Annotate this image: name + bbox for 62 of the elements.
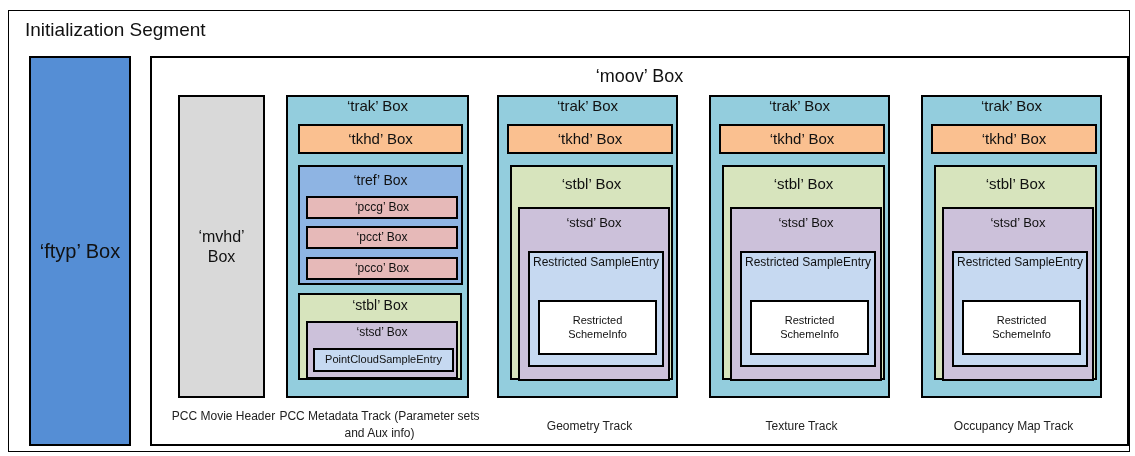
tkhd-box bbox=[931, 124, 1097, 154]
box-label: ‘tref’ Box bbox=[353, 172, 408, 188]
box-label: ‘mvhd’ Box bbox=[197, 227, 246, 266]
box-label: Restricted SampleEntry bbox=[744, 255, 871, 269]
box-label: ‘moov’ Box bbox=[595, 66, 684, 86]
box-label: Restricted SampleEntry bbox=[956, 255, 1083, 269]
box-label: ‘trak’ Box bbox=[556, 97, 619, 114]
track-caption: PCC Metadata Track (Parameter sets and Aux info) bbox=[278, 408, 481, 442]
scheme-info-box bbox=[750, 300, 869, 355]
scheme-info-box bbox=[962, 300, 1081, 355]
box-label: ‘stsd’ Box bbox=[566, 215, 622, 230]
box-label: ‘stbl’ Box bbox=[352, 297, 408, 313]
pcct-box bbox=[306, 226, 458, 249]
box-label: ‘stbl’ Box bbox=[773, 175, 834, 192]
box-label: ‘tkhd’ Box bbox=[981, 130, 1047, 148]
box-label: ‘stbl’ Box bbox=[985, 175, 1046, 192]
box-label: ‘stbl’ Box bbox=[561, 175, 622, 192]
box-label: ‘pccg’ Box bbox=[354, 200, 410, 215]
track-caption: Occupancy Map Track bbox=[953, 417, 1074, 435]
stsd-box bbox=[730, 207, 882, 381]
box-label: Initialization Segment bbox=[25, 19, 206, 40]
stbl-box bbox=[722, 165, 885, 380]
track-caption: Texture Track bbox=[765, 417, 838, 435]
ftyp-box bbox=[29, 56, 131, 446]
box-label: ‘tkhd’ Box bbox=[769, 130, 835, 148]
box-label: ‘trak’ Box bbox=[980, 97, 1043, 114]
pccg-box bbox=[306, 196, 458, 219]
box-label: ‘stsd’ Box bbox=[778, 215, 834, 230]
tkhd-box bbox=[507, 124, 673, 154]
box-label: Restricted SchemeInfo bbox=[567, 314, 628, 341]
pcco-box bbox=[306, 257, 458, 280]
box-label: Restricted SchemeInfo bbox=[991, 314, 1052, 341]
sample-entry-box bbox=[313, 348, 454, 372]
box-label: ‘stsd’ Box bbox=[990, 215, 1046, 230]
stbl-box bbox=[298, 293, 462, 380]
sample-entry-box bbox=[740, 251, 876, 367]
box-label: Restricted SchemeInfo bbox=[779, 314, 840, 341]
sample-entry-box bbox=[528, 251, 664, 367]
box-label: ‘trak’ Box bbox=[768, 97, 831, 114]
box-label: ‘stsd’ Box bbox=[356, 325, 408, 339]
box-label: ‘pcct’ Box bbox=[356, 230, 408, 245]
tref-box bbox=[298, 165, 463, 285]
track-caption: PCC Movie Header bbox=[171, 408, 276, 425]
box-label: ‘trak’ Box bbox=[346, 97, 409, 114]
stsd-box bbox=[518, 207, 670, 381]
stsd-box bbox=[942, 207, 1094, 381]
box-label: Restricted SampleEntry bbox=[532, 255, 659, 269]
box-label: ‘ftyp’ Box bbox=[39, 239, 121, 263]
stbl-box bbox=[510, 165, 673, 380]
scheme-info-box bbox=[538, 300, 657, 355]
stbl-box bbox=[934, 165, 1097, 380]
stsd-box bbox=[306, 321, 458, 379]
box-label: ‘tkhd’ Box bbox=[557, 130, 623, 148]
tkhd-box bbox=[719, 124, 885, 154]
box-label: ‘pcco’ Box bbox=[354, 261, 410, 276]
box-label: PointCloudSampleEntry bbox=[325, 353, 442, 367]
segment-panel bbox=[8, 10, 1130, 452]
tkhd-box bbox=[298, 124, 463, 154]
track-caption: Geometry Track bbox=[546, 417, 633, 435]
moov-box bbox=[150, 56, 1129, 446]
sample-entry-box bbox=[952, 251, 1088, 367]
box-label: ‘tkhd’ Box bbox=[348, 130, 413, 148]
